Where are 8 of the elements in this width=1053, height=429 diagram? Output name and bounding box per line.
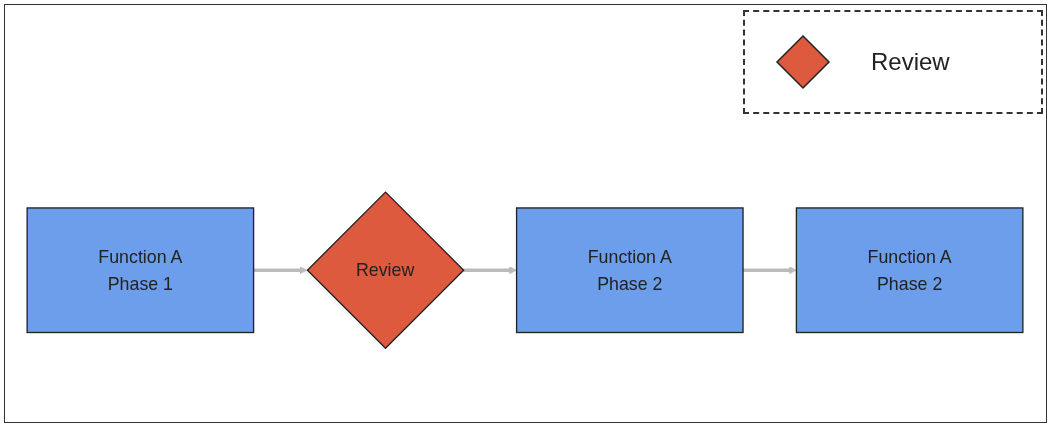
arrow	[253, 266, 308, 274]
arrow	[743, 266, 797, 274]
node-box: Function A Phase 1	[26, 207, 255, 333]
arrow	[463, 266, 517, 274]
legend-label: Review	[871, 48, 950, 76]
node-diamond: Review	[306, 190, 465, 350]
node-box: Function A Phase 2	[795, 207, 1024, 333]
node-box: Function A Phase 2	[515, 207, 744, 333]
